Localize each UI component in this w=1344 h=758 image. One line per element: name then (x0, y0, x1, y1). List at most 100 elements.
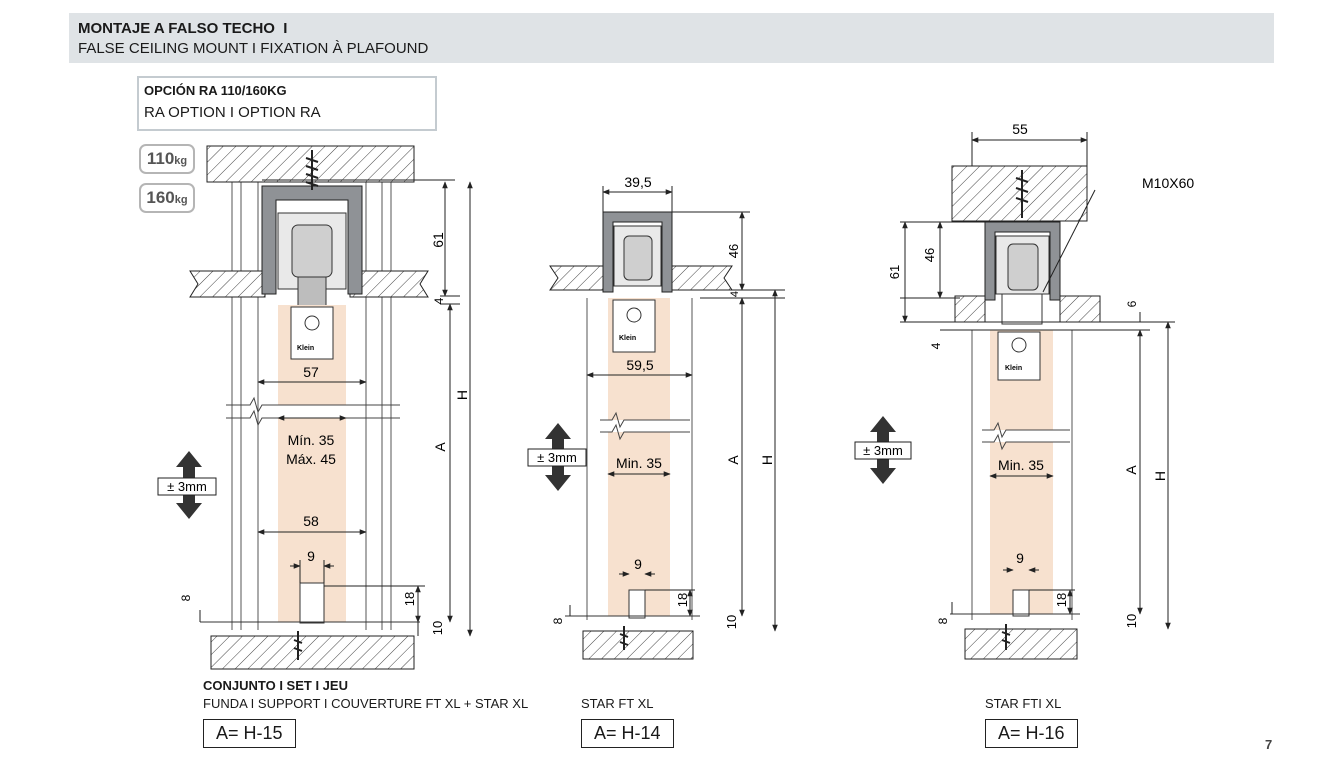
fig1-min: Mín. 35 (288, 432, 335, 448)
fig1-formula: A= H-15 (203, 719, 296, 748)
option-subtitle: RA OPTION I OPTION RA (144, 104, 321, 121)
fig2-wheel (623, 235, 653, 281)
fig1-dim58: 58 (303, 513, 319, 529)
fig1-floor-guide (299, 582, 325, 624)
fig3-floor-screw-icon (1001, 624, 1011, 650)
fig1-floor-screw-icon (293, 631, 303, 660)
fig2-dim8: 8 (551, 617, 565, 624)
fig2-min: Min. 35 (616, 455, 662, 471)
fig2-dim4: 4 (729, 291, 741, 297)
fig3-guides (971, 330, 1073, 620)
weight-badge-160: 160kg (139, 183, 195, 213)
option-box: OPCIÓN RA 110/160KG RA OPTION I OPTION R… (137, 76, 437, 131)
fig2-dimA: A (725, 455, 741, 465)
fig3-floor (964, 628, 1078, 660)
fig1-dim4: 4 (432, 297, 446, 304)
fig2-dim10: 10 (724, 615, 739, 629)
fig3-lock-plate (1001, 293, 1043, 325)
fig3-screw-leader (1042, 189, 1096, 293)
fig1-dim9: 9 (307, 548, 315, 564)
fig3-dim55: 55 (1012, 121, 1028, 137)
fig3-adjust-label: ± 3mm (863, 443, 903, 458)
fig2-ceiling-right (671, 265, 733, 291)
header-title: MONTAJE A FALSO TECHO I (78, 20, 287, 37)
fig3-dimH: H (1152, 471, 1168, 481)
fig2-dim18: 18 (675, 593, 690, 607)
fig1-dim10: 10 (430, 621, 445, 635)
fig3-false-ceiling-right (1059, 295, 1101, 323)
fig2-formula: A= H-14 (581, 719, 674, 748)
figure-1-set: Klein 61 4 H (157, 145, 473, 670)
fig1-adjust-label: ± 3mm (167, 479, 207, 494)
fig1-dim61: 61 (430, 232, 446, 248)
fig3-ceiling (951, 165, 1088, 222)
figure-2-star-ft-xl: Klein 39,5 46 4 H A 59, (527, 174, 785, 660)
fig2-floor (582, 630, 694, 660)
fig2-bracket (612, 299, 656, 353)
fig3-dim6: 6 (1125, 300, 1139, 307)
fig2-caption: STAR FT XL (581, 696, 654, 711)
fig2-break-bottom (600, 423, 690, 441)
fig3-dim18: 18 (1054, 593, 1069, 607)
fig3-dim8: 8 (936, 617, 950, 624)
fig2-dim46: 46 (726, 244, 741, 258)
badge-160-value: 160 (146, 188, 175, 207)
fig2-dim395: 39,5 (624, 174, 651, 190)
fig3-dimA: A (1123, 465, 1139, 475)
fig2-bracket-screw (626, 307, 642, 323)
fig3-screw-label: M10X60 (1142, 175, 1194, 191)
header-title-text: MONTAJE A FALSO TECHO (78, 20, 275, 37)
fig3-dim9: 9 (1016, 550, 1024, 566)
fig1-wheel (291, 224, 333, 278)
fig1-dim8: 8 (179, 594, 193, 601)
fig3-break-bottom (982, 433, 1070, 451)
badge-110-unit: kg (174, 155, 188, 167)
fig3-adjust-box (854, 441, 912, 460)
fig3-dim4: 4 (929, 342, 943, 349)
fig1-dimH: H (454, 390, 470, 400)
fig3-formula: A= H-16 (985, 719, 1078, 748)
fig3-bracket (997, 331, 1041, 381)
fig1-adjust-box (157, 477, 217, 496)
fig1-break-top (226, 396, 400, 414)
fig1-caption: FUNDA I SUPPORT I COUVERTURE FT XL + STA… (203, 696, 529, 711)
fig3-dim46: 46 (922, 248, 937, 262)
fig3-screw-icon (1015, 170, 1029, 218)
fig1-caption-title: CONJUNTO I SET I JEU (203, 678, 348, 693)
fig2-guides (586, 298, 693, 620)
fig1-floor (210, 635, 415, 670)
fig3-dim10: 10 (1124, 614, 1139, 628)
fig3-dim61: 61 (887, 265, 902, 279)
fig1-profile (261, 185, 363, 295)
fig2-adjust-label: ± 3mm (537, 450, 577, 465)
fig3-profile (984, 221, 1061, 301)
fig1-ceiling (206, 145, 415, 183)
fig1-bracket-screw (304, 315, 320, 331)
fig3-bracket-screw (1011, 337, 1027, 353)
fig2-door-bottom (608, 432, 670, 616)
page-header: MONTAJE A FALSO TECHO I FALSE CEILING MO… (69, 13, 1274, 63)
fig3-brand-label: Klein (1005, 365, 1022, 372)
fig3-floor-guide (1012, 589, 1030, 617)
fig1-false-ceiling-left (189, 270, 266, 298)
fig1-dim18: 18 (402, 592, 417, 606)
fig3-break-top (982, 421, 1070, 439)
fig2-dim9: 9 (634, 556, 642, 572)
badge-110-value: 110 (146, 149, 175, 168)
fig1-screw-icon (305, 150, 319, 190)
fig2-profile (602, 211, 673, 293)
header-subtitle: FALSE CEILING MOUNT I FIXATION À PLAFOUN… (78, 40, 429, 57)
fig3-min: Min. 35 (998, 457, 1044, 473)
fig2-floor-guide (628, 589, 646, 619)
fig2-ceiling-left (549, 265, 606, 291)
fig3-caption: STAR FTI XL (985, 696, 1062, 711)
header-title-separator: I (283, 20, 288, 37)
fig1-max: Máx. 45 (286, 451, 336, 467)
fig2-dim595: 59,5 (626, 357, 653, 373)
fig1-dimA: A (432, 442, 448, 452)
badge-160-unit: kg (174, 194, 188, 206)
fig2-dimH: H (759, 455, 775, 465)
fig3-door-bottom (990, 442, 1053, 614)
fig2-adjust-box (527, 448, 587, 467)
